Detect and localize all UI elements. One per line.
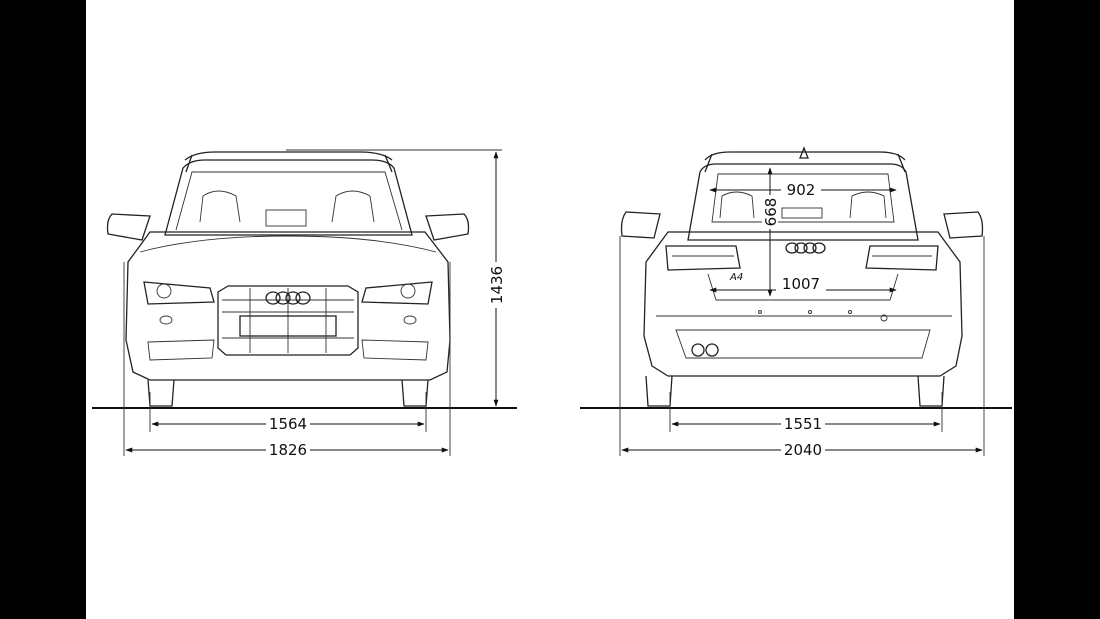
loading-opening-height-label: 668 xyxy=(762,198,780,227)
front-headlight-left xyxy=(143,281,215,305)
front-mirror-right xyxy=(425,213,470,241)
rear-mirror-left xyxy=(620,211,661,239)
front-view: 1564 1826 1436 xyxy=(92,149,517,459)
rear-roof xyxy=(704,151,906,161)
front-track-width-label: 1564 xyxy=(269,415,307,433)
front-audi-rings-icon xyxy=(265,291,311,305)
front-overall-width-label: 1826 xyxy=(269,441,307,459)
rear-view: A4 902 1007 668 1551 2040 xyxy=(580,146,1012,459)
front-windshield xyxy=(164,159,413,236)
height-label: 1436 xyxy=(488,266,506,304)
rear-diffuser xyxy=(675,329,931,359)
rear-roof-rails xyxy=(704,153,906,173)
rear-headrest-right xyxy=(849,191,887,219)
front-mirror-left xyxy=(106,213,151,241)
rear-wheel-right xyxy=(917,375,945,407)
rear-model-badge: A4 xyxy=(729,272,743,283)
rear-track-width-label: 1551 xyxy=(784,415,822,433)
rear-width-with-mirrors-label: 2040 xyxy=(784,441,822,459)
front-fog-vent-right xyxy=(361,339,429,361)
rear-taillight-right xyxy=(865,245,939,271)
front-license-plate xyxy=(239,315,337,337)
front-wheel-left xyxy=(147,379,175,407)
rear-exhaust-left-icon xyxy=(691,343,705,357)
dimension-drawing-canvas xyxy=(86,0,1014,619)
rear-antenna-icon xyxy=(799,146,809,159)
front-roof-rails xyxy=(185,154,393,173)
front-roof xyxy=(184,151,393,161)
rear-wheel-left xyxy=(645,375,673,407)
front-body-outline xyxy=(125,231,451,381)
loading-opening-top-width-label: 902 xyxy=(787,181,816,199)
rear-exhaust-right-icon xyxy=(705,343,719,357)
front-seat-left xyxy=(199,190,241,223)
rear-taillight-left xyxy=(665,245,741,271)
front-headlight-right xyxy=(361,281,433,305)
front-seat-right xyxy=(331,190,375,223)
rear-tailgate-lower-edge xyxy=(707,273,899,301)
front-headlight-right-lens xyxy=(400,283,416,299)
rear-mirror-right xyxy=(943,211,984,239)
front-headlight-left-lens xyxy=(156,283,172,299)
rear-window xyxy=(687,163,919,241)
front-fog-vent-left xyxy=(147,339,215,361)
rear-headrest-left xyxy=(719,191,755,219)
rear-audi-rings-icon xyxy=(785,242,826,254)
front-wheel-right xyxy=(401,379,429,407)
front-windshield-inner xyxy=(175,171,403,231)
front-hood-line xyxy=(139,235,437,253)
rear-body-outline xyxy=(643,231,963,377)
front-grille xyxy=(217,285,359,356)
front-rear-mirror xyxy=(265,209,307,227)
loading-opening-bottom-width-label: 1007 xyxy=(782,275,820,293)
